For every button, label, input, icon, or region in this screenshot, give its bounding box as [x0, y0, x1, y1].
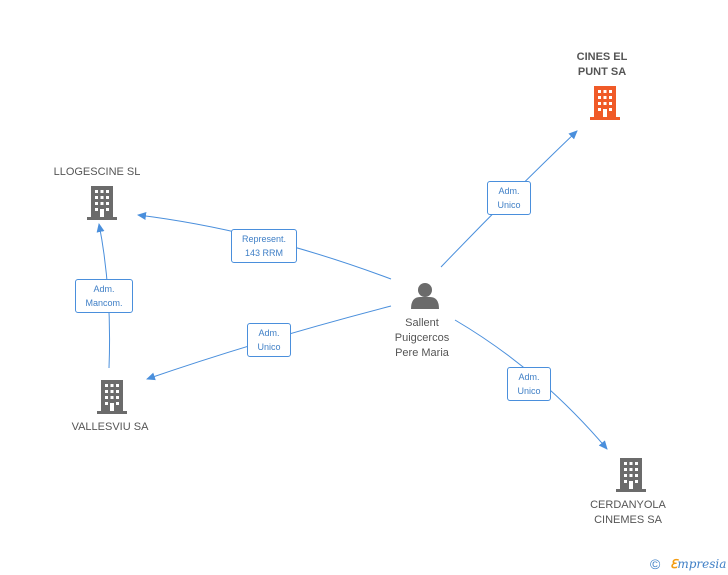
edge-label-vallesviu-to-llogescine: Adm. Mancom. — [75, 279, 133, 313]
building-icon-cerdanyola — [616, 458, 646, 492]
node-label-person[interactable]: Sallent Puigcercos Pere Maria — [394, 317, 450, 359]
edge-label-line2: Unico — [257, 342, 281, 352]
building-icon-cines-el-punt — [590, 86, 620, 120]
edge-label-line1: Adm. — [498, 186, 520, 196]
node-label-llogescine[interactable]: LLOGESCINE SL — [53, 166, 141, 178]
edge-label-line2: Unico — [497, 200, 521, 210]
edge-label-line2: Unico — [517, 386, 541, 396]
empresia-logo[interactable]: ℇmpresia — [670, 557, 726, 571]
edge-label-person-to-cines: Adm. Unico — [487, 181, 531, 215]
edge-label-line1: Adm. — [518, 372, 540, 382]
building-icon-vallesviu — [97, 380, 127, 414]
node-label-vallesviu[interactable]: VALLESVIU SA — [71, 421, 149, 433]
edge-label-person-to-cerdanyola: Adm. Unico — [507, 367, 551, 401]
empresia-logo-e: ℇ — [670, 557, 678, 571]
node-label-cines-el-punt[interactable]: CINES EL PUNT SA — [576, 51, 628, 78]
edge-label-line2: Mancom. — [85, 298, 123, 308]
node-label-cerdanyola[interactable]: CERDANYOLA CINEMES SA — [590, 499, 666, 526]
empresia-logo-text: mpresia — [677, 557, 727, 571]
person-icon — [411, 283, 439, 309]
edge-label-line1: Represent. — [241, 234, 287, 244]
edge-label-person-to-llogescine: Represent. 143 RRM — [231, 229, 297, 263]
building-icon-llogescine — [87, 186, 117, 220]
edge-label-line1: Adm. — [258, 328, 280, 338]
copyright-icon: © — [650, 556, 661, 572]
edge-label-line2: 143 RRM — [244, 248, 283, 258]
edge-label-person-to-vallesviu: Adm. Unico — [247, 323, 291, 357]
edge-label-line1: Adm. — [93, 284, 115, 294]
